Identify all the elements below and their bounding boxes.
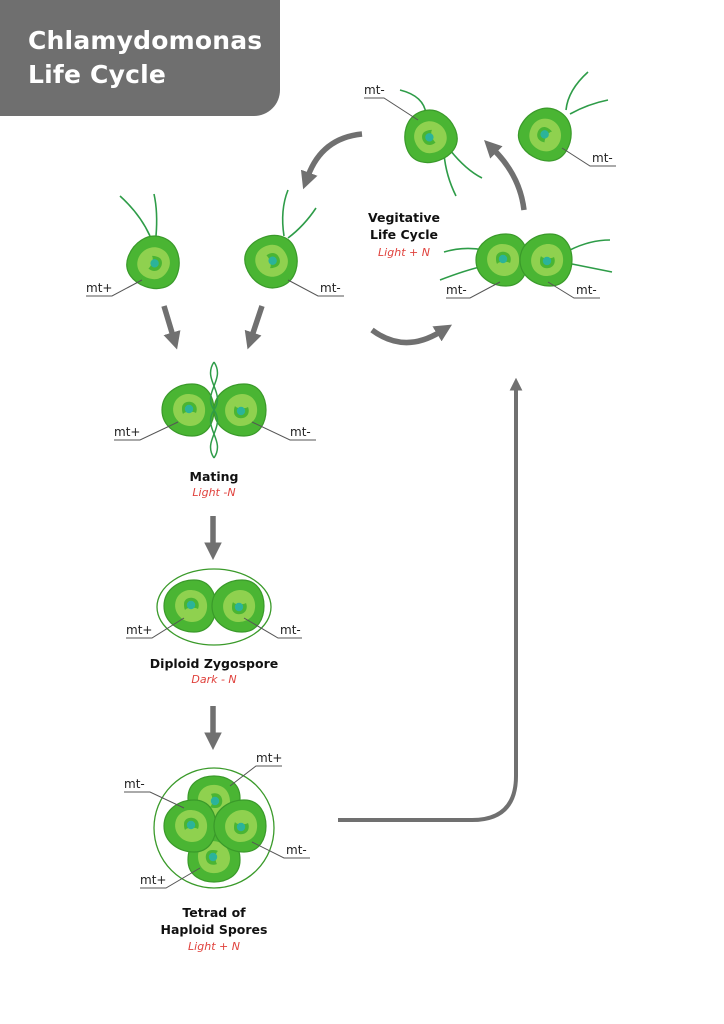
mt-label-veg-div-right: mt- xyxy=(576,283,597,297)
condition-tetrad: Light + N xyxy=(188,940,240,953)
condition-vegetative: Light + N xyxy=(378,246,430,259)
gamete-right xyxy=(239,190,316,295)
arrow-veg-division-up xyxy=(494,150,524,210)
mt-label-gamete-right: mt- xyxy=(320,281,341,295)
mt-label-mating-right: mt- xyxy=(290,425,311,439)
mt-label-veg-top-right: mt- xyxy=(592,151,613,165)
veg-dividing-pair xyxy=(440,234,612,286)
mt-label-tetrad-bottom-left: mt+ xyxy=(140,873,166,887)
tetrad-title-line-2: Haploid Spores xyxy=(161,921,268,938)
leader-lines xyxy=(86,98,616,888)
arrow-veg-to-division xyxy=(372,330,440,343)
mt-label-zygo-left: mt+ xyxy=(126,623,152,637)
stage-label-vegetative: Vegitative Life Cycle xyxy=(368,209,440,243)
stage-label-mating: Mating xyxy=(190,468,239,485)
stage-label-tetrad: Tetrad of Haploid Spores xyxy=(161,904,268,938)
mt-label-tetrad-left: mt- xyxy=(124,777,145,791)
mt-label-mating-left: mt+ xyxy=(114,425,140,439)
gamete-left xyxy=(120,194,187,295)
arrow-veg-to-gametes xyxy=(308,134,362,176)
stage-label-zygospore: Diploid Zygospore xyxy=(150,655,278,672)
condition-mating: Light -N xyxy=(192,486,235,499)
zygospore xyxy=(157,569,271,645)
arrow-tetrad-to-vegetative xyxy=(338,388,516,820)
mt-label-veg-div-left: mt- xyxy=(446,283,467,297)
mt-label-gamete-left: mt+ xyxy=(86,281,112,295)
tetrad xyxy=(154,768,274,888)
veg-cell-top-left xyxy=(397,90,482,196)
condition-zygospore: Dark - N xyxy=(191,673,236,686)
vegetative-title-line-1: Vegitative xyxy=(368,209,440,226)
mt-label-tetrad-top-right: mt+ xyxy=(256,751,282,765)
mt-label-tetrad-right: mt- xyxy=(286,843,307,857)
arrow-gamete-left-down xyxy=(164,306,173,336)
vegetative-title-line-2: Life Cycle xyxy=(368,226,440,243)
mating-pair xyxy=(162,362,266,458)
mt-label-veg-top-left: mt- xyxy=(364,83,385,97)
mt-label-zygo-right: mt- xyxy=(280,623,301,637)
tetrad-title-line-1: Tetrad of xyxy=(161,904,268,921)
arrow-gamete-right-down xyxy=(252,306,262,336)
